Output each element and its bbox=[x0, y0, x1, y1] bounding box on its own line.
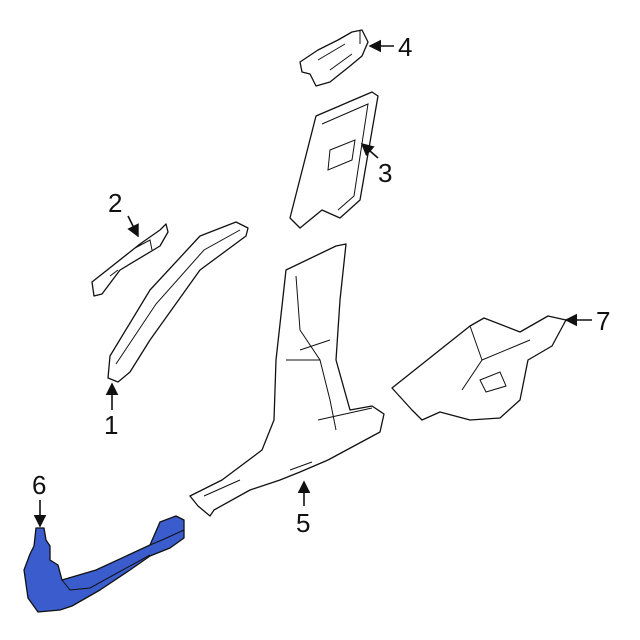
part-1-a-pillar-trim[interactable] bbox=[107, 221, 249, 383]
part-2-bracket[interactable] bbox=[91, 223, 169, 297]
part-4-bracket[interactable] bbox=[299, 29, 369, 87]
part-6-sill-trim[interactable] bbox=[23, 515, 185, 613]
callout-3: 3 bbox=[378, 158, 392, 188]
callout-7: 7 bbox=[596, 306, 610, 336]
callout-arrow-2 bbox=[127, 215, 139, 238]
part-5-b-pillar-lower-trim[interactable] bbox=[189, 243, 385, 517]
callout-6: 6 bbox=[32, 470, 46, 500]
part-3-upper-pillar-trim[interactable] bbox=[289, 91, 379, 229]
callout-4: 4 bbox=[398, 32, 412, 62]
part-7-floor-bracket[interactable] bbox=[391, 315, 567, 421]
callout-arrow-3 bbox=[360, 142, 379, 159]
callout-5: 5 bbox=[296, 508, 310, 538]
callout-2: 2 bbox=[108, 188, 122, 218]
callout-1: 1 bbox=[104, 410, 118, 440]
